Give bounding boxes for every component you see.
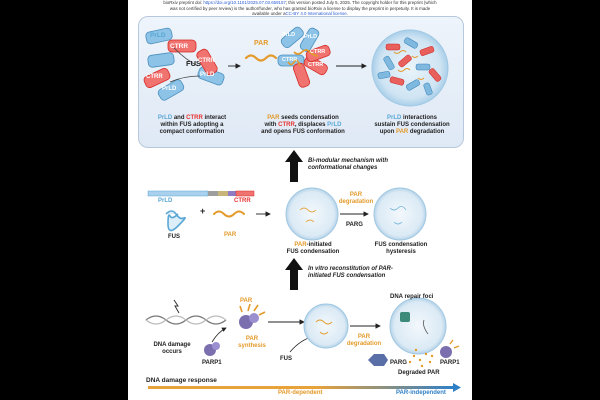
plus-sign: +	[200, 206, 206, 216]
domain-label-prld: PrLD	[158, 198, 173, 204]
hysteresis-droplet	[373, 187, 427, 241]
domain-label-ctrr: CTRR	[234, 198, 251, 204]
par-initiated-droplet	[285, 187, 339, 241]
label-ctrr: CTRR	[282, 57, 298, 63]
diagram-graphics	[143, 26, 461, 392]
label-ctrr: CTRR	[146, 74, 163, 80]
label-dna-damage: DNA damage occurs	[153, 342, 191, 355]
caption-par-initiated: PAR-initiated FUS condensation	[286, 242, 340, 255]
par-synthesis-site	[239, 303, 266, 329]
label-ctrr: CTRR	[310, 49, 326, 55]
degraded-par-dots	[408, 348, 434, 368]
label-par-independent: PAR-independent	[396, 390, 446, 396]
label-par-degradation: PAR degradation	[346, 334, 382, 347]
header-text: bioRxiv preprint doi:	[163, 0, 204, 5]
doi-link[interactable]: https://doi.org/10.1101/2025.07.03.65915…	[203, 0, 286, 5]
caption-hysteresis: FUS condensation hysteresis	[374, 242, 428, 255]
timeline-arrowhead-icon	[453, 383, 461, 392]
label-par: PAR	[240, 298, 253, 304]
caption-compact-conformation: PrLD and CTRR interact within FUS adopti…	[157, 115, 227, 135]
repair-factor-icon	[400, 312, 410, 322]
par-strand-icon	[213, 210, 245, 218]
caption-prld-interactions: PrLD interactions sustain FUS condensati…	[374, 115, 450, 135]
label-dna-repair-foci: DNA repair foci	[390, 294, 434, 300]
mechanism-arrow-caption: Bi-modular mechanism with conformational…	[308, 158, 389, 171]
label-par-synthesis: PAR synthesis	[238, 336, 266, 349]
label-degraded-par: Degraded PAR	[398, 370, 440, 376]
label-dna-damage-response: DNA damage response	[146, 377, 217, 384]
condensate-content	[377, 37, 442, 96]
dna-helix-icon	[145, 315, 227, 325]
upward-arrow-icon	[285, 150, 303, 182]
label-fus: FUS	[186, 59, 201, 68]
header-text: was not certified by peer review) is the…	[169, 5, 431, 11]
parg-icon	[368, 354, 388, 366]
header-text: ; this version posted July 5, 2025. The …	[285, 0, 437, 5]
reconstitution-arrow-caption: In vitro reconstitution of PAR- initiate…	[308, 266, 393, 279]
par-strand-icon	[244, 54, 278, 62]
header-text: .	[346, 11, 348, 17]
header-text: available under a	[252, 11, 286, 17]
fus-domain-bar	[147, 190, 255, 197]
label-parg: PARG	[346, 222, 363, 228]
figure-page: bioRxiv preprint doi: https://doi.org/10…	[128, 0, 472, 400]
preprint-header: bioRxiv preprint doi: https://doi.org/10…	[128, 0, 472, 17]
label-parg: PARG	[390, 360, 407, 366]
parp1-icon	[440, 346, 452, 358]
label-par: PAR	[254, 40, 269, 47]
license-link[interactable]: CC-BY 4.0 International license	[285, 11, 347, 17]
label-prld: PrLD	[282, 32, 296, 38]
repair-foci-droplet	[389, 297, 447, 355]
fus-protein-icon	[165, 210, 186, 232]
label-ctrr: CTRR	[198, 58, 215, 64]
label-prld: PrLD	[150, 32, 166, 39]
label-prld: PrLD	[304, 34, 318, 40]
label-ctrr: CTRR	[170, 43, 189, 50]
label-parp1: PARP1	[202, 360, 222, 366]
lightning-bolt-icon	[173, 299, 180, 314]
label-fus: FUS	[280, 356, 292, 362]
par-seeded-complex	[277, 26, 331, 88]
caption-par-seeds: PAR seeds condensation with CTRR, displa…	[261, 115, 345, 135]
label-ctrr: CTRR	[308, 62, 324, 68]
par-initiated-foci-droplet	[303, 303, 349, 349]
label-prld: PrLD	[162, 86, 177, 92]
label-prld: PrLD	[200, 72, 215, 78]
label-par-degradation: PAR degradation	[338, 192, 374, 205]
label-fus: FUS	[168, 234, 180, 240]
label-par: PAR	[224, 232, 237, 238]
compact-fus-cluster	[143, 27, 225, 101]
label-par-dependent: PAR-dependent	[278, 390, 323, 396]
upward-arrow-icon	[285, 258, 303, 290]
label-parp1: PARP1	[440, 360, 460, 366]
response-timeline-bar	[148, 386, 453, 389]
